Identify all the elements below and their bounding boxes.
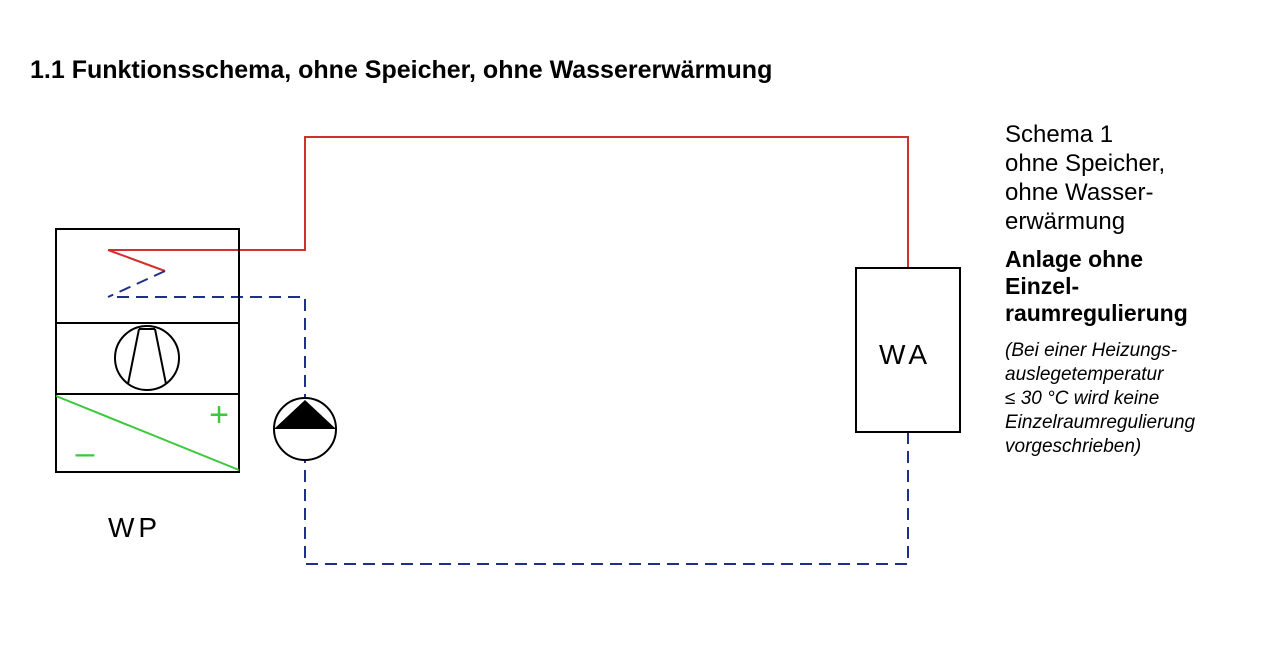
heat-pump-housing [55,228,240,473]
note-line: vorgeschrieben) [1005,436,1142,457]
radiator-label: WA [879,339,931,370]
subtitle-line: Einzel- [1005,273,1080,299]
function-schema-diagram: + – WP WA [55,136,961,565]
schema-title-line: ohne Speicher, [1005,150,1166,177]
return-line [112,296,909,565]
supply-line [108,136,909,268]
compressor-icon [114,325,180,391]
schema-title-line: erwärmung [1005,208,1126,235]
subtitle-line: raumregulierung [1005,300,1188,326]
schema-description: Schema 1 ohne Speicher, ohne Wasser- erw… [1005,120,1275,459]
radiator-unit [855,267,961,433]
note-line: (Bei einer Heizungs- [1005,340,1178,361]
heat-pump-label: WP [108,512,161,543]
system-subtitle: Anlage ohne Einzel- raumregulierung [1005,246,1275,327]
note-line: ≤ 30 °C wird keine [1005,388,1160,409]
plus-sign: + [209,396,229,434]
schema-title-line: ohne Wasser- [1005,179,1154,206]
circulation-pump-icon [273,397,337,461]
condenser-coil-supply [107,249,166,272]
minus-sign: – [76,434,95,472]
schema-title: Schema 1 ohne Speicher, ohne Wasser- erw… [1005,120,1275,236]
schema-title-line: Schema 1 [1005,121,1114,148]
condenser-coil-return [107,270,166,298]
note-line: auslegetemperatur [1005,364,1164,385]
page-title: 1.1 Funktionsschema, ohne Speicher, ohne… [30,56,773,84]
regulation-note: (Bei einer Heizungs- auslegetemperatur ≤… [1005,339,1275,459]
subtitle-line: Anlage ohne [1005,246,1144,272]
heat-pump-unit: + – [55,228,240,473]
note-line: Einzelraumregulierung [1005,412,1196,433]
ground-source-line [55,395,240,471]
